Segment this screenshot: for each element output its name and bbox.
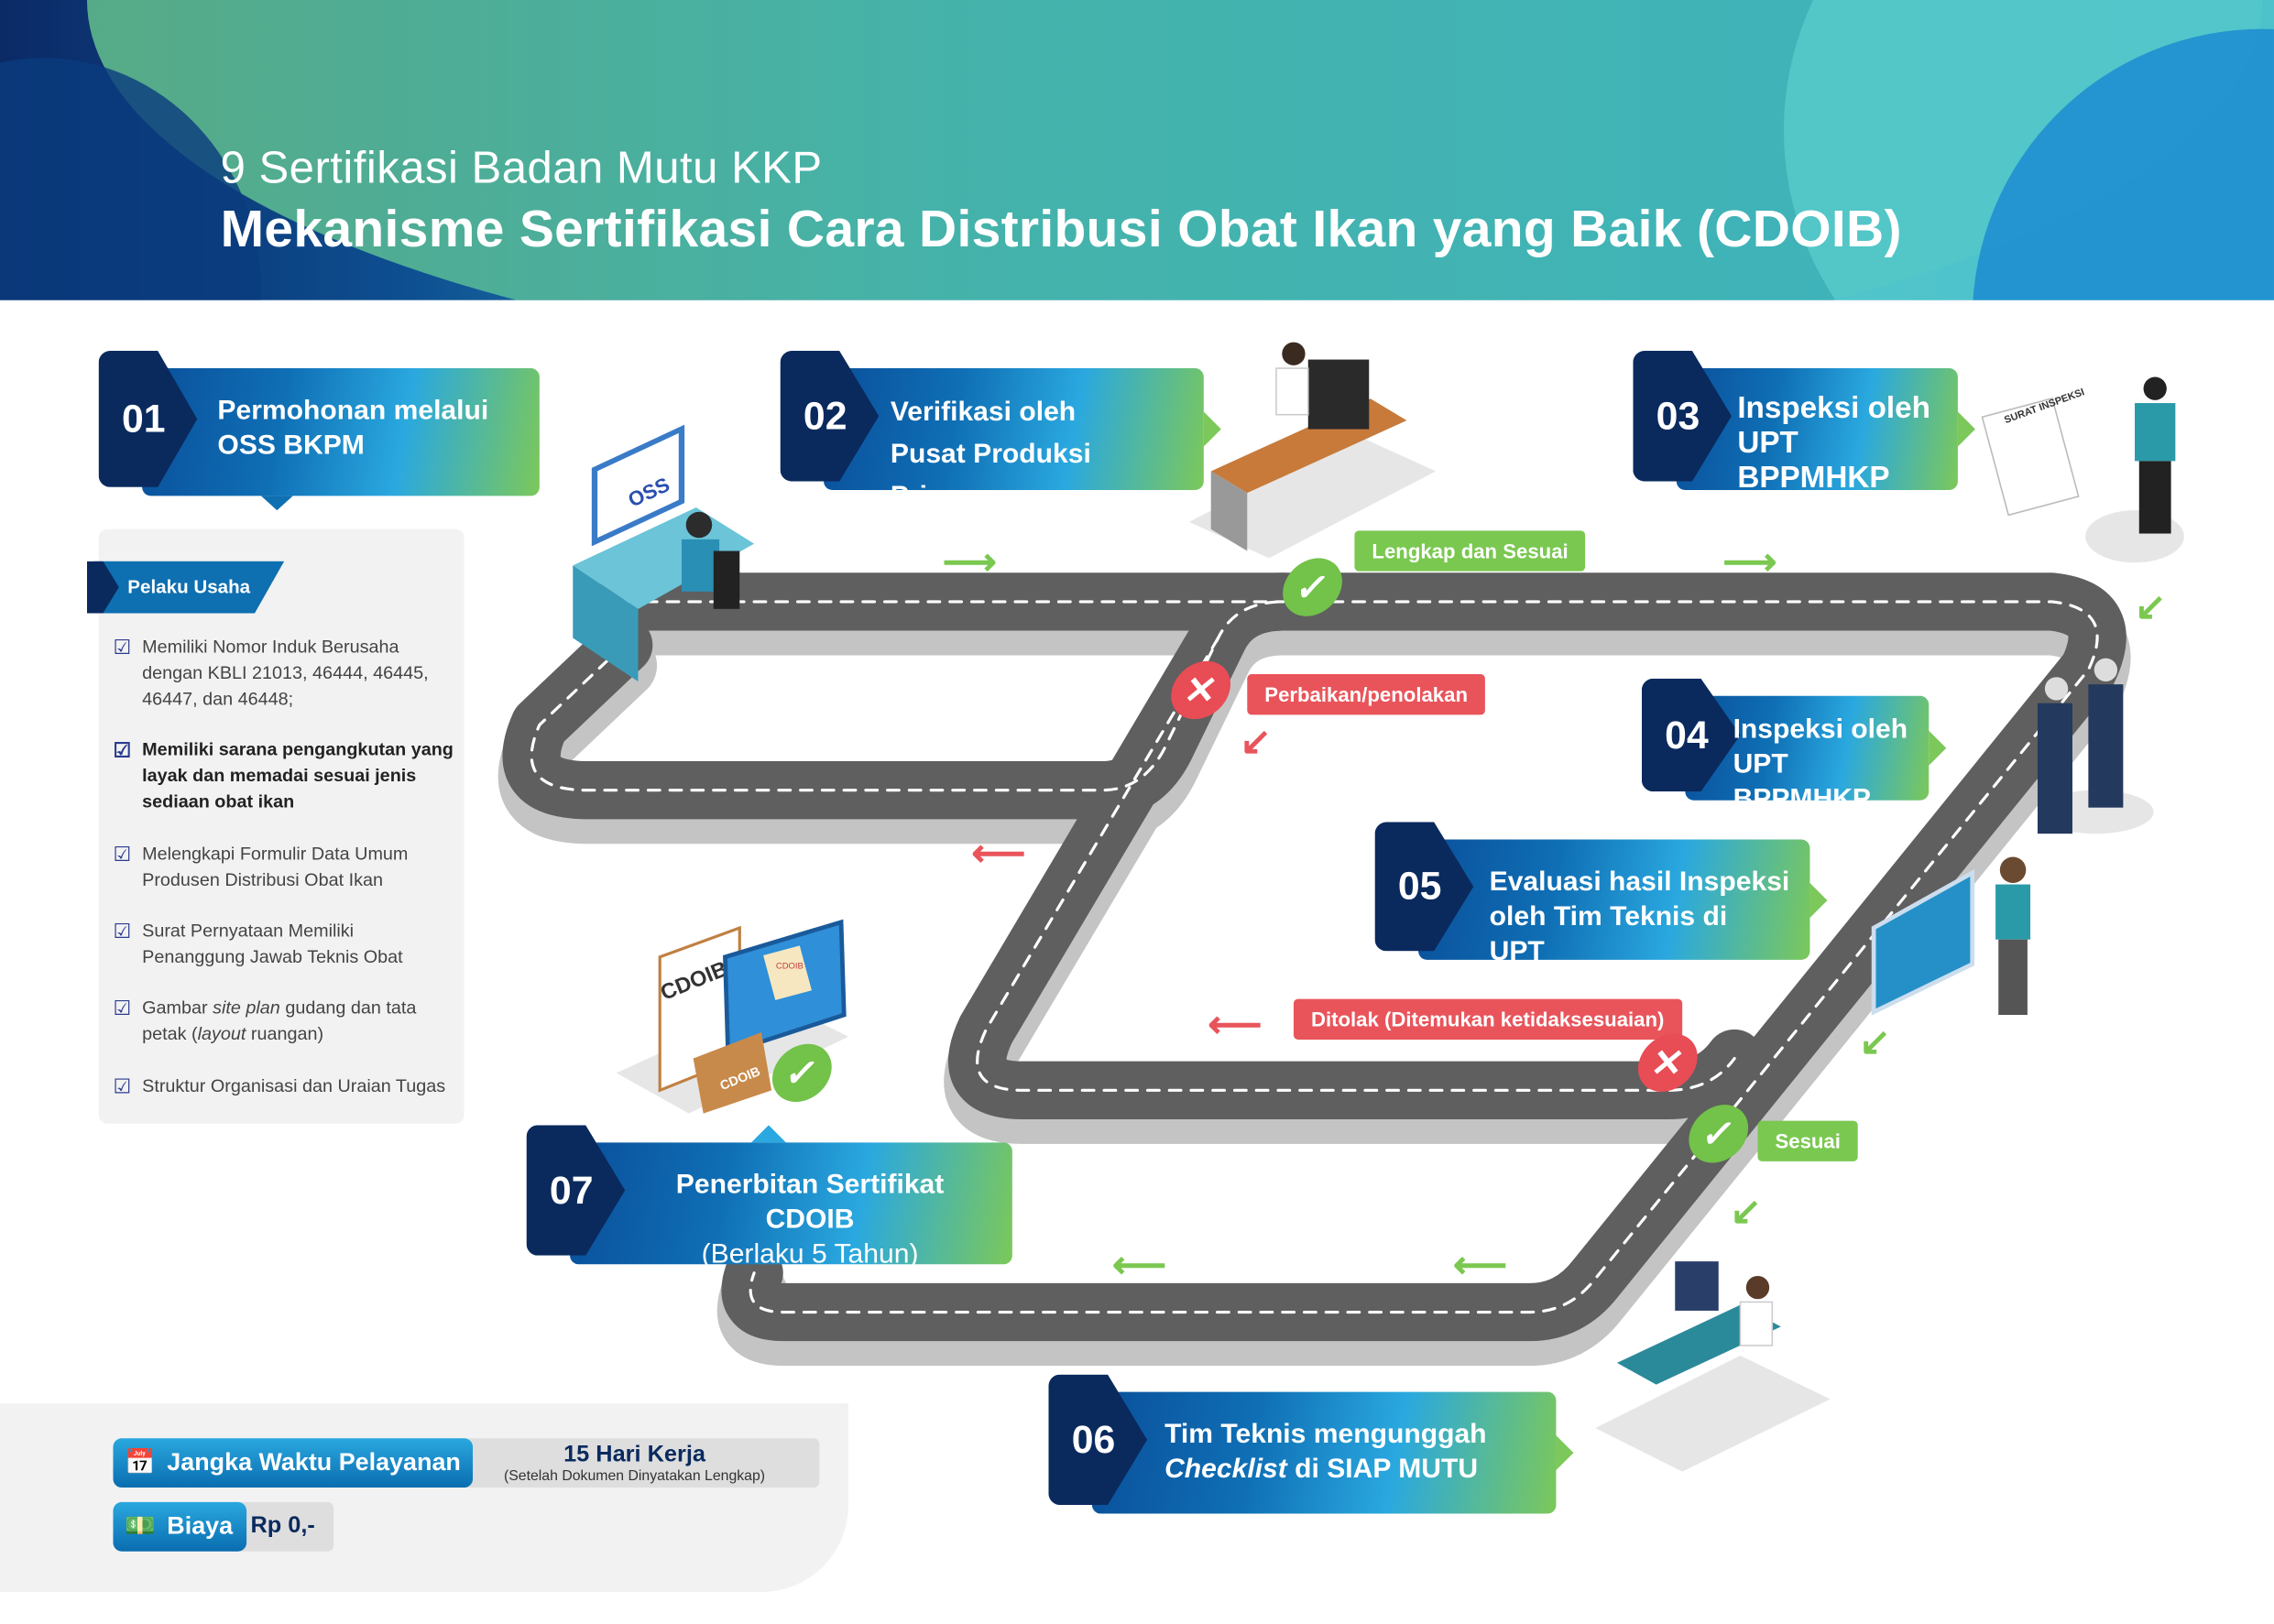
service-time-value: 15 Hari Kerja (Setelah Dokumen Dinyataka… [449, 1438, 820, 1488]
requirement-item: ☑Melengkapi Formulir Data Umum Produsen … [113, 842, 409, 890]
money-icon: 💵 [125, 1511, 156, 1541]
step-text: OSS BKPM [217, 431, 365, 462]
field-inspectors-illustration [2037, 658, 2154, 834]
arrow-down-left-icon: ↙ [1859, 1019, 1891, 1063]
step-text: Inspeksi oleh [1737, 391, 1930, 425]
checkbox-checked-icon: ☑ [113, 737, 132, 762]
arrow-down-left-icon: ↙ [2135, 583, 2167, 628]
checkbox-checked-icon: ☑ [113, 842, 132, 866]
step-07: 07 Penerbitan Sertifikat CDOIB(Berlaku 5… [526, 1125, 1012, 1270]
cost-label: 💵Biaya [113, 1501, 247, 1552]
step-text: UPT BPPMHKP [1737, 426, 1890, 495]
certificate-illustration: CDOIB CDOIB CDOIB [616, 919, 848, 1114]
step-text: UPT BPPMHKP [1733, 749, 1871, 815]
arrow-right-icon: ⟶ [1722, 539, 1777, 583]
requirement-item: ☑Gambar site plan gudang dan tata petak … [113, 996, 417, 1044]
step-text: Verifikasi oleh [890, 397, 1077, 428]
label-lengkap-sesuai: Lengkap dan Sesuai [1354, 530, 1586, 572]
step-text-italic: Checklist [1164, 1454, 1287, 1485]
service-info-panel: 15 Hari Kerja (Setelah Dokumen Dinyataka… [0, 1403, 848, 1593]
cost-value: Rp 0,- [232, 1501, 334, 1552]
arrow-right-icon: ⟶ [942, 539, 997, 583]
calendar-clock-icon: 📅 [125, 1448, 156, 1477]
requirement-item: ☑Memiliki sarana pengangkutan yang layak… [113, 737, 454, 812]
step-text: di SIAP MUTU [1286, 1454, 1479, 1485]
step-text: Penerbitan Sertifikat CDOIB [675, 1170, 945, 1236]
requirement-item: ☑Surat Pernyataan Memiliki Penanggung Ja… [113, 919, 403, 967]
label-ditolak: Ditolak (Ditemukan ketidaksesuaian) [1293, 998, 1682, 1040]
step-text: Tim Teknis mengunggah [1164, 1419, 1487, 1450]
requirement-item: ☑Memiliki Nomor Induk Berusaha dengan KB… [113, 635, 429, 710]
step-text: Permohonan melalui [217, 396, 489, 427]
label-sesuai: Sesuai [1757, 1120, 1858, 1161]
step-text: Evaluasi hasil Inspeksi [1489, 866, 1790, 898]
step-text: (Berlaku 5 Tahun) [701, 1239, 919, 1270]
pelaku-usaha-header: Pelaku Usaha [86, 561, 285, 614]
inspector-illustration: SURAT INSPEKSI [1981, 376, 2184, 563]
panel-title: Pelaku Usaha [127, 575, 251, 598]
checkbox-checked-icon: ☑ [113, 635, 132, 659]
header-subtitle: 9 Sertifikasi Badan Mutu KKP [220, 142, 823, 193]
step-text: oleh Tim Teknis di UPT [1489, 901, 1728, 967]
requirements-panel: Pelaku Usaha ☑Memiliki Nomor Induk Berus… [86, 529, 465, 1124]
label-perbaikan: Perbaikan/penolakan [1247, 674, 1485, 715]
step-text: Inspeksi oleh [1733, 714, 1908, 746]
header-banner: 9 Sertifikasi Badan Mutu KKP Mekanisme S… [0, 0, 2274, 300]
checkbox-checked-icon: ☑ [113, 1074, 132, 1098]
verifier-desk-illustration [1188, 342, 1437, 559]
oss-computer-illustration: OSS [573, 424, 755, 681]
arrow-left-icon: ⟵ [1112, 1242, 1167, 1287]
arrow-left-icon: ⟵ [1208, 1001, 1263, 1046]
upload-desk-illustration [1595, 1261, 1831, 1472]
presenter-illustration [1871, 856, 2031, 1016]
arrow-down-left-icon: ↙ [1730, 1188, 1762, 1233]
requirement-item: ☑Struktur Organisasi dan Uraian Tugas [113, 1074, 446, 1098]
checkbox-checked-icon: ☑ [113, 919, 132, 943]
cdoib-text-2: CDOIB [776, 961, 804, 971]
header-title: Mekanisme Sertifikasi Cara Distribusi Ob… [220, 198, 1902, 258]
checkbox-checked-icon: ☑ [113, 996, 132, 1019]
arrow-left-icon: ⟵ [1453, 1242, 1508, 1287]
arrow-left-icon: ⟵ [971, 831, 1026, 875]
step-text: Pusat Produksi Primer [890, 439, 1091, 512]
arrow-down-left-icon: ↙ [1240, 719, 1272, 763]
service-time-label: 📅Jangka Waktu Pelayanan [113, 1438, 474, 1488]
